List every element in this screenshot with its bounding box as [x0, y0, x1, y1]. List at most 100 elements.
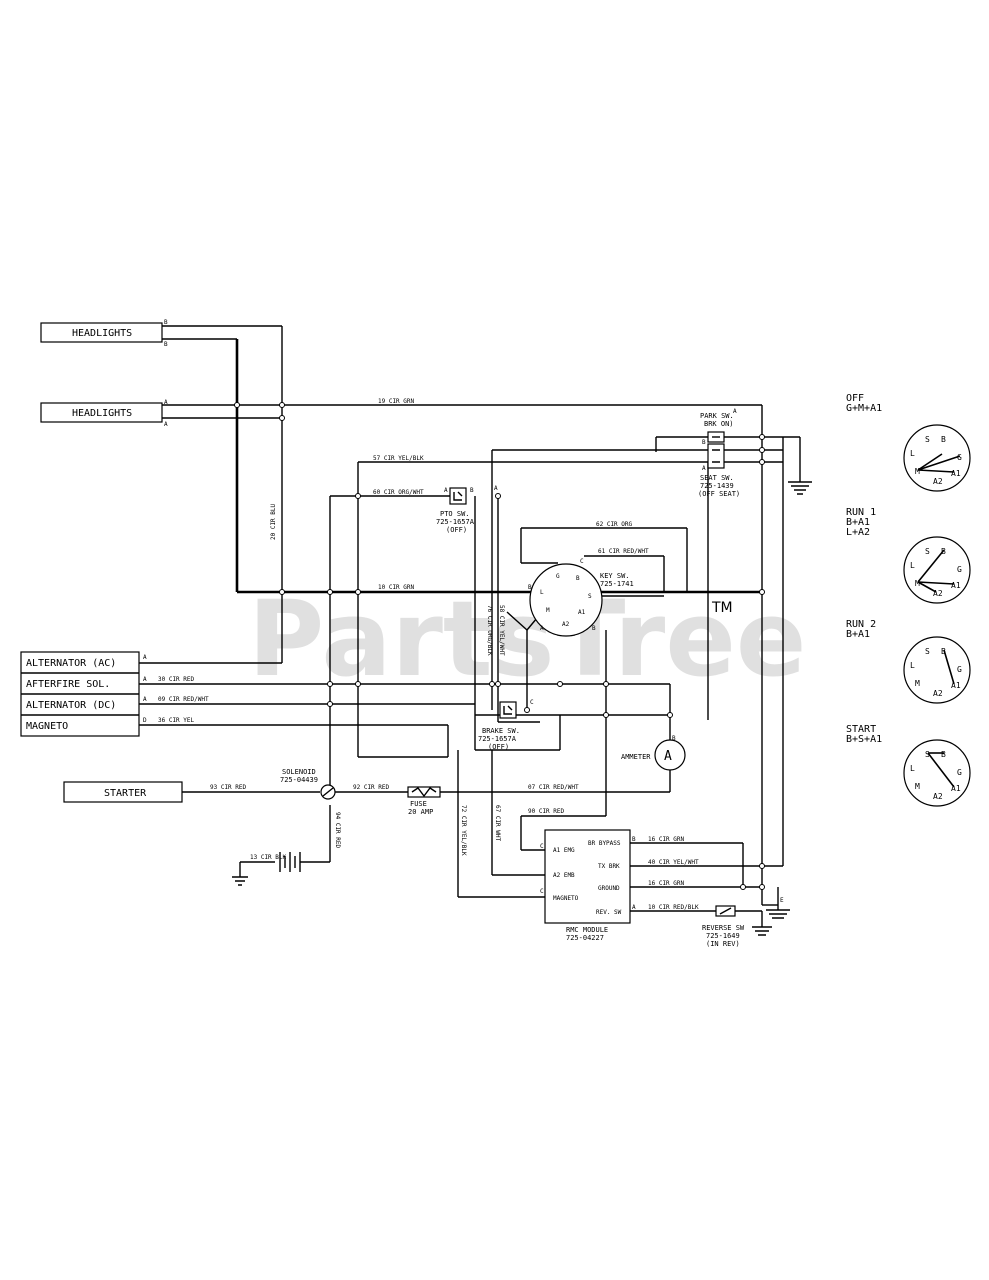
- starter: STARTER: [63, 781, 183, 803]
- junctions: [234, 402, 765, 890]
- reverse-sw-part: 725-1649: [706, 932, 740, 940]
- dial-terminal-label: A2: [933, 689, 943, 698]
- wire-label: 30 CIR RED: [158, 676, 195, 683]
- key-terminal-b: B: [576, 575, 580, 582]
- connector-letter: A: [540, 625, 544, 632]
- pto-sw-label: PTO SW.: [440, 510, 470, 518]
- fuse: FUSE 20 AMP: [407, 786, 441, 816]
- rmc-left-0: A1 EMG: [553, 847, 575, 854]
- connector-letter: D: [143, 717, 147, 724]
- pto-sw-part: 725-1657A: [436, 518, 475, 526]
- connector-letter: B: [528, 584, 532, 591]
- wire-label: 76 CIR ORG/BLK: [486, 605, 493, 656]
- dial-terminal-label: S: [925, 647, 930, 656]
- ammeter-symbol: A: [664, 749, 672, 764]
- dial-terminal-label: S: [925, 750, 930, 759]
- wire-label: 20 CIR BLU: [270, 503, 277, 540]
- dial-terminal-label: A2: [933, 477, 943, 486]
- wire-labels: 19 CIR GRN 20 CIR BLU 57 CIR YEL/BLK 60 …: [158, 398, 699, 911]
- connector-letter: A: [143, 654, 147, 661]
- headlights-2-label: HEADLIGHTS: [72, 408, 132, 419]
- fuse-label: FUSE: [410, 800, 427, 808]
- dial-terminal-label: L: [910, 561, 915, 570]
- wire-label: 94 CIR RED: [334, 812, 341, 849]
- wire-label: 09 CIR RED/WHT: [158, 696, 209, 703]
- battery: [279, 852, 301, 872]
- pos-start-rule: B+S+A1: [846, 734, 882, 745]
- rmc-label: RMC MODULE: [566, 926, 608, 934]
- key-terminal-m: M: [546, 607, 550, 614]
- connector-letter: B: [592, 625, 596, 632]
- dial-terminal-label: B: [941, 435, 946, 444]
- magneto-label: MAGNETO: [26, 721, 68, 732]
- connector-letter: A: [164, 399, 168, 406]
- connector-letter: C: [540, 843, 544, 850]
- wire-label: 92 CIR RED: [353, 784, 390, 791]
- dial-link: [917, 581, 955, 585]
- brake-switch: BRAKE SW. 725-1657A (OFF): [478, 701, 520, 751]
- dial-terminal-label: L: [910, 661, 915, 670]
- connector-letter: B: [672, 735, 676, 742]
- wire-label: 10 CIR RED/BLK: [648, 904, 699, 911]
- dial-terminal-label: A1: [951, 784, 961, 793]
- svg-text:B: B: [470, 487, 474, 494]
- park-sw-label: PARK SW.: [700, 412, 734, 420]
- connector-letter: C: [530, 699, 534, 706]
- switch-legend: OFF G+M+A1 RUN 1 B+A1 L+A2 RUN 2 B+A1 ST…: [846, 393, 882, 745]
- connector-letter: A: [702, 465, 706, 472]
- brake-sw-label: BRAKE SW.: [482, 727, 520, 735]
- wire-label: 40 CIR YEL/WHT: [648, 859, 699, 866]
- pto-switch: A B PTO SW. 725-1657A (OFF): [436, 487, 475, 534]
- rmc-module: A1 EMG A2 EMB MAGNETO BR BYPASS TX BRK G…: [544, 829, 631, 942]
- key-switch: L G B S M A1 A2 KEY SW. 725-1741: [529, 563, 634, 637]
- dial-terminal-label: A1: [951, 469, 961, 478]
- dial-link: [917, 549, 945, 583]
- reverse-switch: REVERSE SW 725-1649 (IN REV): [702, 905, 745, 948]
- key-terminal-a2: A2: [562, 621, 570, 628]
- dial-terminal-label: L: [910, 764, 915, 773]
- key-terminal-g: G: [556, 573, 560, 580]
- dial-link: [927, 752, 955, 788]
- solenoid-label: SOLENOID: [282, 768, 316, 776]
- connector-letter: A: [494, 485, 498, 492]
- connector-letter: B: [164, 319, 168, 326]
- solenoid: SOLENOID 725-04439: [280, 768, 336, 800]
- park-switch: PARK SW. BRK ON): [700, 412, 734, 443]
- connector-letter: B: [632, 836, 636, 843]
- ground-symbols: [232, 437, 812, 936]
- dial-terminal-label: B: [941, 750, 946, 759]
- rmc-left-2: MAGNETO: [553, 895, 579, 902]
- switch-dial-face: [903, 536, 971, 604]
- key-switch-dials: SBGA1A2MLSBGA1A2MLSBGA1A2MLSBGA1A2ML: [903, 424, 971, 807]
- key-sw-label: KEY SW.: [600, 572, 630, 580]
- switch-dial-face: [903, 636, 971, 704]
- dial-terminal-label: G: [957, 453, 962, 462]
- pos-run1-name: RUN 1: [846, 507, 876, 518]
- pos-run1-rule: B+A1: [846, 517, 870, 528]
- wire-label: 93 CIR RED: [210, 784, 247, 791]
- connector-letter: C: [540, 888, 544, 895]
- rmc-right-3: REV. SW: [596, 909, 622, 916]
- dial-terminal-label: A2: [933, 792, 943, 801]
- key-terminal-a1: A1: [578, 609, 586, 616]
- wire-label: 16 CIR GRN: [648, 880, 685, 887]
- dial-link: [917, 581, 937, 593]
- rmc-part: 725-04227: [566, 934, 604, 942]
- dial-terminal-label: B: [941, 647, 946, 656]
- seat-sw-part: 725-1439: [700, 482, 734, 490]
- dial-link: [917, 469, 955, 473]
- rmc-right-1: TX BRK: [598, 863, 620, 870]
- dial-terminal-label: S: [925, 435, 930, 444]
- wire-label: 60 CIR ORG/WHT: [373, 489, 424, 496]
- alternator-ac-label: ALTERNATOR (AC): [26, 658, 116, 669]
- dial-terminal-label: M: [915, 579, 920, 588]
- connector-letter: A: [164, 421, 168, 428]
- dial-terminal-label: G: [957, 665, 962, 674]
- key-terminal-s: S: [588, 593, 592, 600]
- dial-link: [943, 649, 955, 685]
- dial-terminal-label: G: [957, 768, 962, 777]
- wire-label: 72 CIR YEL/BLK: [460, 805, 467, 856]
- dial-terminal-label: S: [925, 547, 930, 556]
- watermark-tm: TM: [711, 600, 733, 616]
